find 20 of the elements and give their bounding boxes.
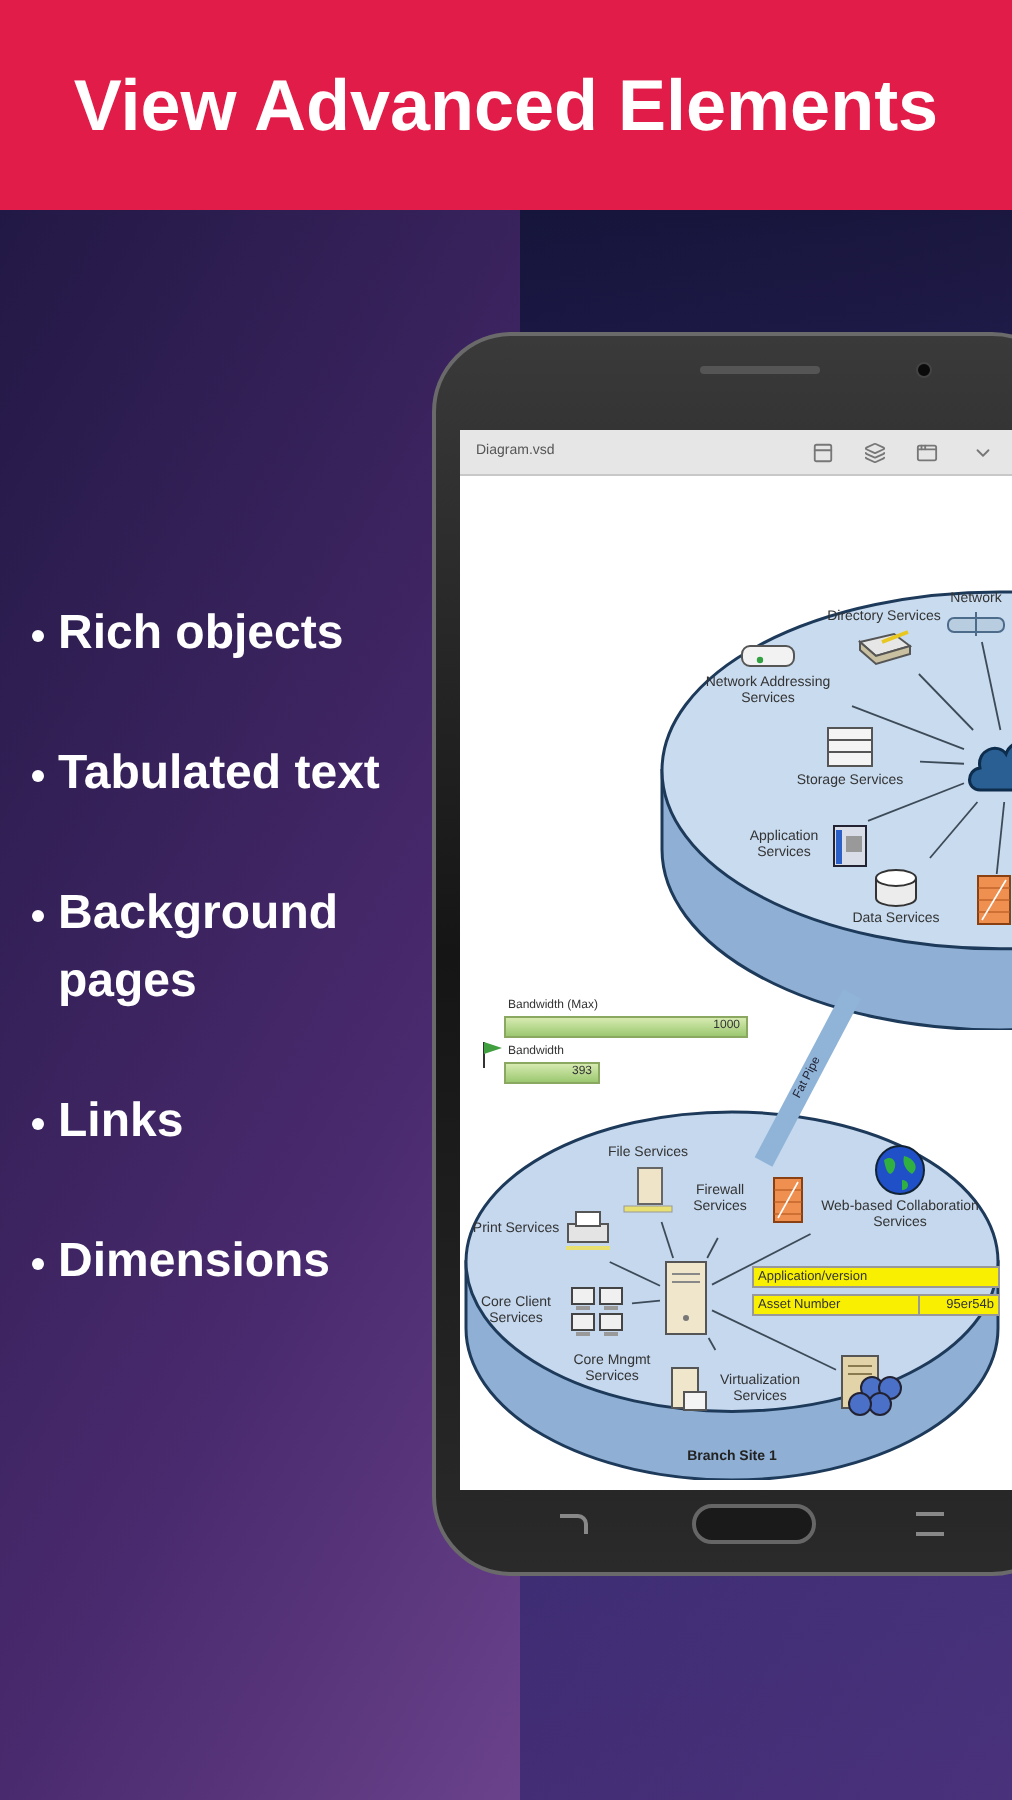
connector-line [929,801,979,859]
feature-text: Rich objects [58,604,344,664]
connector-line [867,782,965,822]
connector-line [631,1299,661,1305]
feature-text: Background pages [58,884,341,1012]
connector-line [660,1221,674,1259]
connector-line [995,801,1006,875]
title-banner: View Advanced Elements [0,0,1012,210]
connector-line [711,1233,812,1286]
connector-line [919,760,965,765]
connector-line [918,673,975,731]
connector-line [851,705,965,751]
connector-line [706,1237,719,1259]
connector-line [707,1337,717,1351]
feature-text: Tabulated text [58,744,380,804]
feature-text: Links [58,1092,184,1152]
feature-text: Dimensions [58,1232,331,1292]
connector-line [711,1309,837,1371]
connector-line [981,641,1002,731]
connector-line [608,1261,661,1287]
